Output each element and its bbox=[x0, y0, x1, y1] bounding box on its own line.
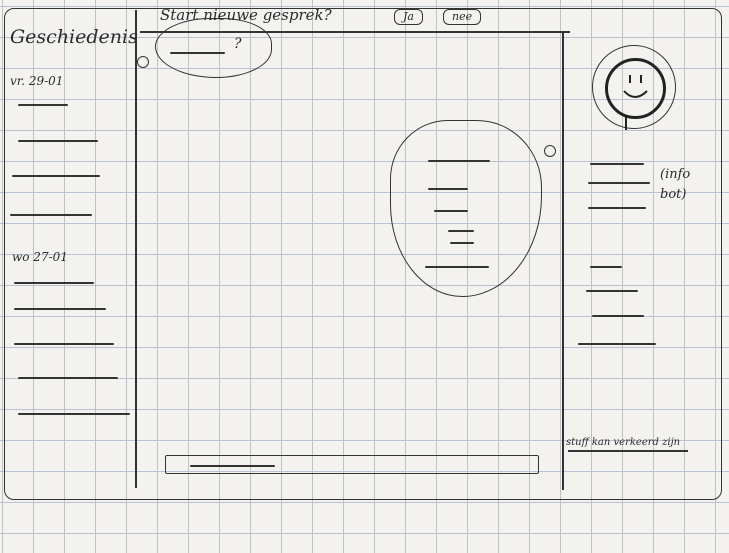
bot-message-line bbox=[428, 188, 468, 190]
history-date-group-2: wo 27-01 bbox=[12, 250, 68, 264]
bot-avatar-stem bbox=[625, 116, 627, 130]
info-panel-divider bbox=[562, 32, 564, 490]
info-line bbox=[586, 290, 638, 292]
bot-message-line bbox=[428, 160, 490, 162]
user-message-text bbox=[170, 52, 225, 54]
history-item[interactable] bbox=[14, 282, 94, 284]
info-line bbox=[588, 182, 650, 184]
history-item[interactable] bbox=[18, 413, 130, 415]
sidebar-divider bbox=[135, 10, 137, 488]
history-item[interactable] bbox=[18, 377, 118, 379]
history-item[interactable] bbox=[10, 214, 92, 216]
history-title: Geschiedenis bbox=[10, 26, 138, 48]
topbar-divider bbox=[140, 31, 570, 33]
yes-button[interactable]: Ja bbox=[394, 9, 423, 25]
user-message-bubble bbox=[155, 18, 272, 78]
user-avatar-icon bbox=[137, 56, 149, 68]
disclaimer-underline bbox=[568, 450, 688, 452]
history-item[interactable] bbox=[18, 104, 68, 106]
info-line bbox=[592, 315, 644, 317]
bot-smiley-icon bbox=[605, 58, 666, 119]
message-input[interactable] bbox=[165, 455, 539, 474]
bot-message-line bbox=[448, 230, 474, 232]
info-line bbox=[578, 343, 656, 345]
message-input-text bbox=[190, 465, 275, 467]
history-item[interactable] bbox=[14, 308, 106, 310]
bot-avatar-ring bbox=[592, 45, 676, 129]
user-message-question-mark: ? bbox=[234, 36, 242, 52]
info-line bbox=[590, 266, 622, 268]
history-date-group-1: vr. 29-01 bbox=[10, 74, 64, 88]
smiley-face-icon bbox=[623, 75, 648, 98]
info-line bbox=[590, 163, 644, 165]
history-item[interactable] bbox=[12, 175, 100, 177]
history-item[interactable] bbox=[18, 140, 98, 142]
bot-message-line bbox=[450, 242, 474, 244]
bot-message-line bbox=[425, 266, 489, 268]
info-line bbox=[588, 207, 646, 209]
bot-avatar-icon bbox=[544, 145, 556, 157]
info-bot-label: (info bot) bbox=[660, 167, 691, 202]
history-item[interactable] bbox=[14, 343, 114, 345]
app-window-frame bbox=[4, 8, 722, 500]
bot-message-line bbox=[434, 210, 468, 212]
disclaimer-text: stuff kan verkeerd zijn bbox=[566, 437, 681, 448]
no-button[interactable]: nee bbox=[443, 9, 482, 25]
